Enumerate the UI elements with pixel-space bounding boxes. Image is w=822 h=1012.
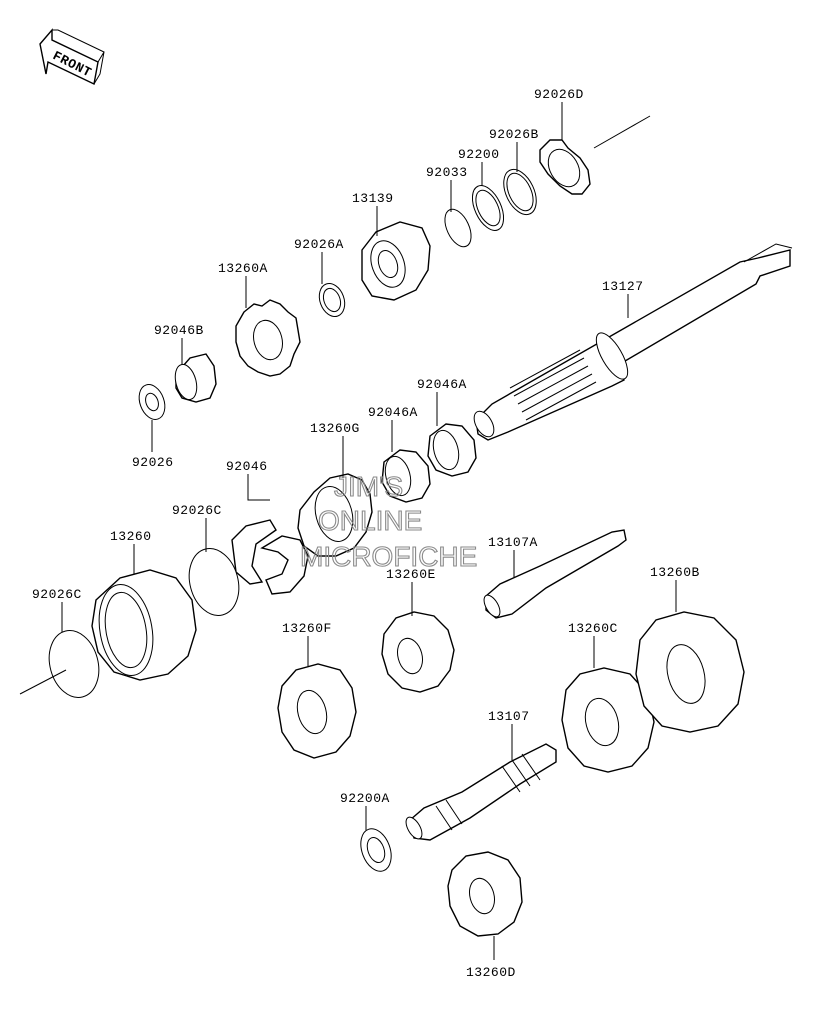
label-92046A-2: 92046A bbox=[368, 405, 418, 420]
part-92046B[interactable] bbox=[172, 353, 217, 403]
part-13260E[interactable] bbox=[381, 611, 455, 693]
label-92026A: 92026A bbox=[294, 237, 344, 252]
label-13107: 13107 bbox=[488, 709, 530, 724]
label-13260: 13260 bbox=[110, 529, 152, 544]
part-13107[interactable] bbox=[403, 743, 557, 841]
part-92026C-upper[interactable] bbox=[182, 543, 246, 621]
front-arrow-icon: FRONT bbox=[39, 28, 105, 86]
label-13260A: 13260A bbox=[218, 261, 268, 276]
part-92046A-lower[interactable] bbox=[381, 449, 431, 503]
part-13107A[interactable] bbox=[481, 529, 627, 619]
part-92026D[interactable] bbox=[539, 115, 651, 195]
leader-lines bbox=[61, 102, 677, 960]
label-92026C-2: 92026C bbox=[32, 587, 82, 602]
part-92046[interactable] bbox=[231, 519, 309, 595]
watermark-line-2: ONLINE bbox=[318, 505, 422, 536]
part-92026[interactable] bbox=[135, 381, 170, 423]
label-92046A-1: 92046A bbox=[417, 377, 467, 392]
label-92026: 92026 bbox=[132, 455, 174, 470]
label-92026B: 92026B bbox=[489, 127, 539, 142]
label-92200: 92200 bbox=[458, 147, 500, 162]
label-13260C: 13260C bbox=[568, 621, 618, 636]
part-13127[interactable] bbox=[470, 243, 793, 441]
part-13260D[interactable] bbox=[447, 851, 523, 937]
part-92026C-lower[interactable] bbox=[19, 625, 106, 703]
label-13107A: 13107A bbox=[488, 535, 538, 550]
part-92033[interactable] bbox=[440, 205, 477, 251]
label-13260D: 13260D bbox=[466, 965, 516, 980]
watermark: JIM'S ONLINE MICROFICHE bbox=[299, 470, 477, 572]
watermark-line-1: JIM'S bbox=[334, 471, 403, 502]
part-13260[interactable] bbox=[91, 569, 197, 681]
label-92026D: 92026D bbox=[534, 87, 584, 102]
part-13139[interactable] bbox=[361, 221, 431, 301]
part-92200A[interactable] bbox=[355, 825, 396, 876]
part-13260F[interactable] bbox=[277, 663, 357, 759]
part-13260B[interactable] bbox=[635, 611, 745, 733]
label-13260E: 13260E bbox=[386, 567, 436, 582]
label-92033: 92033 bbox=[426, 165, 468, 180]
part-13260A[interactable] bbox=[235, 299, 301, 377]
part-92200[interactable] bbox=[466, 181, 510, 235]
part-13260C[interactable] bbox=[561, 667, 655, 773]
part-92046A-upper[interactable] bbox=[427, 423, 477, 477]
label-92200A: 92200A bbox=[340, 791, 390, 806]
watermark-line-3: MICROFICHE bbox=[300, 541, 477, 572]
label-13127: 13127 bbox=[602, 279, 644, 294]
part-labels: 92026D 92026B 92200 92033 13139 92026A 1… bbox=[32, 87, 700, 980]
label-13139: 13139 bbox=[352, 191, 394, 206]
part-92026B[interactable] bbox=[497, 164, 543, 219]
label-92046B: 92046B bbox=[154, 323, 204, 338]
label-92046: 92046 bbox=[226, 459, 268, 474]
label-13260F: 13260F bbox=[282, 621, 332, 636]
part-13260G[interactable] bbox=[297, 473, 373, 557]
label-13260G: 13260G bbox=[310, 421, 360, 436]
part-92026A[interactable] bbox=[315, 280, 349, 320]
label-92026C-1: 92026C bbox=[172, 503, 222, 518]
label-13260B: 13260B bbox=[650, 565, 700, 580]
